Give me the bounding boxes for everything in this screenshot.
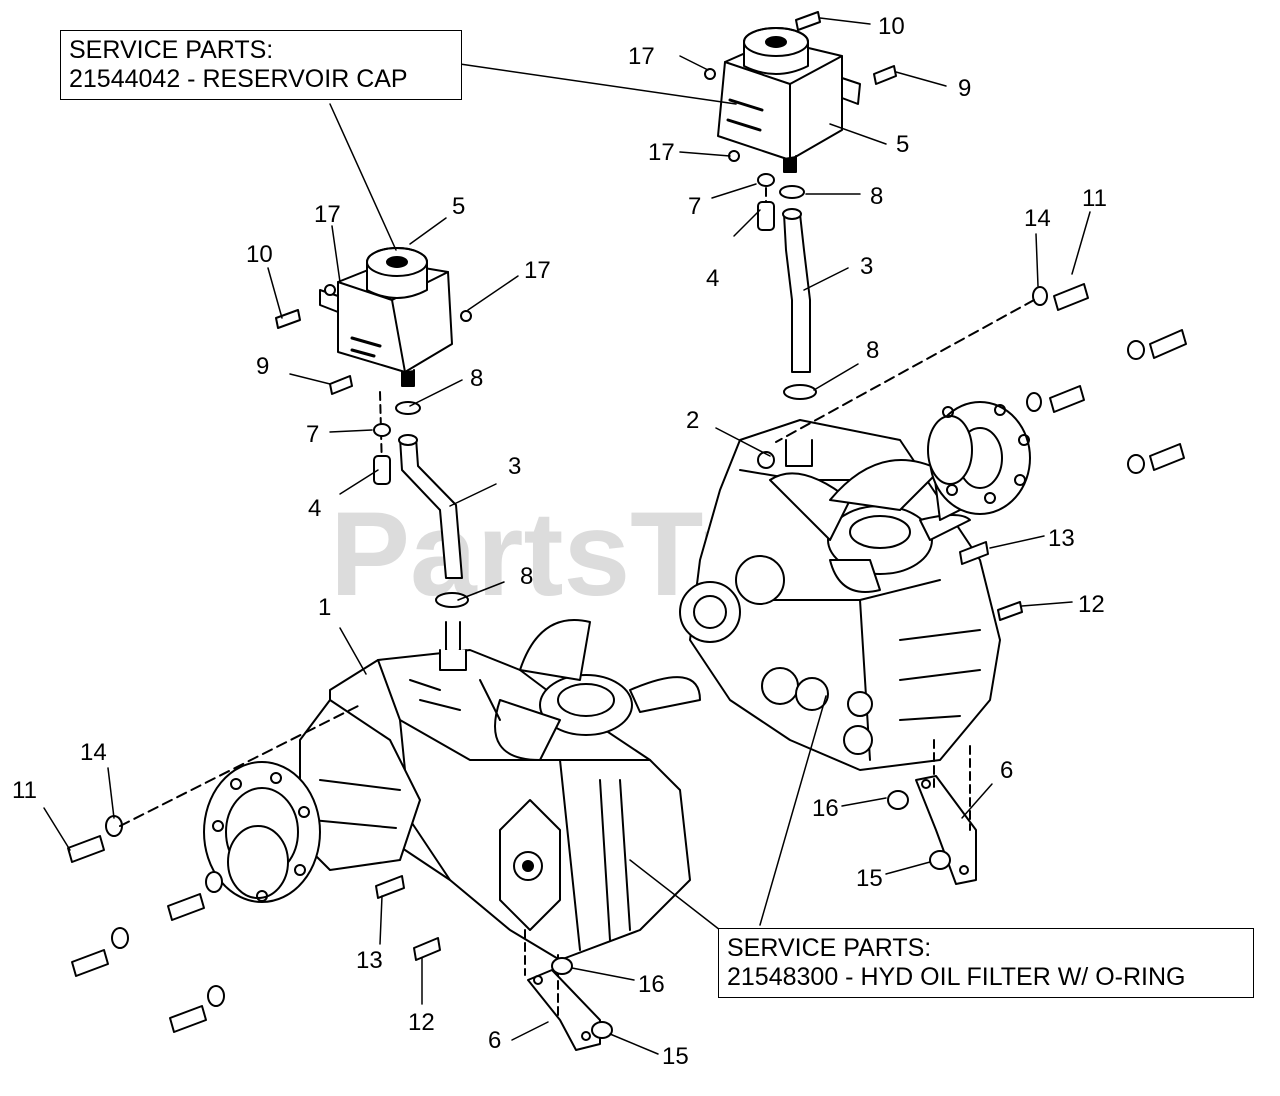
label-part-4-left: 4 xyxy=(308,495,321,522)
right-bracket xyxy=(915,739,977,885)
label-part-8-right-upper: 8 xyxy=(870,183,883,210)
left-reservoir xyxy=(319,247,453,387)
label-part-9-right: 9 xyxy=(958,75,971,102)
reservoir-cap-service-callout: SERVICE PARTS: 21544042 - RESERVOIR CAP xyxy=(60,30,462,100)
callout-heading: SERVICE PARTS: xyxy=(69,36,274,64)
label-part-11-right: 11 xyxy=(1082,185,1107,212)
right-reservoir xyxy=(717,27,861,173)
label-part-5-left: 5 xyxy=(452,193,465,220)
label-part-16-left: 16 xyxy=(638,971,665,998)
callout-part-description: 21548300 - HYD OIL FILTER W/ O-RING xyxy=(727,963,1186,991)
label-part-1: 1 xyxy=(318,594,331,621)
label-part-16-right: 16 xyxy=(812,795,839,822)
label-part-15-right: 15 xyxy=(856,865,883,892)
label-part-4-right: 4 xyxy=(706,265,719,292)
right-transmission xyxy=(679,401,1031,771)
label-part-11-left: 11 xyxy=(12,777,37,804)
label-part-17-left-upper: 17 xyxy=(314,201,341,228)
label-part-17-left-side: 17 xyxy=(524,257,551,284)
label-part-14-left: 14 xyxy=(80,739,107,766)
label-part-2: 2 xyxy=(686,407,699,434)
label-part-13-right: 13 xyxy=(1048,525,1075,552)
label-part-12-right: 12 xyxy=(1078,591,1105,618)
left-hose-assembly xyxy=(373,391,469,654)
label-part-12-left: 12 xyxy=(408,1009,435,1036)
label-part-10-left: 10 xyxy=(246,241,273,268)
oil-filter-service-callout: SERVICE PARTS: 21548300 - HYD OIL FILTER… xyxy=(718,928,1254,998)
left-bolts xyxy=(67,284,613,1039)
callout-part-description: 21544042 - RESERVOIR CAP xyxy=(69,65,408,93)
label-part-3-right: 3 xyxy=(860,253,873,280)
callout-heading: SERVICE PARTS: xyxy=(727,934,932,962)
label-part-10-right: 10 xyxy=(878,13,905,40)
label-part-14-right: 14 xyxy=(1024,205,1051,232)
right-bolts xyxy=(704,11,1187,870)
label-part-17-right-upper: 17 xyxy=(628,43,655,70)
label-part-3-left: 3 xyxy=(508,453,521,480)
label-part-8-left-lower: 8 xyxy=(520,563,533,590)
label-part-6-right: 6 xyxy=(1000,757,1013,784)
label-part-15-left: 15 xyxy=(662,1043,689,1070)
label-part-17-right-lower: 17 xyxy=(648,139,675,166)
left-bracket xyxy=(524,929,601,1051)
right-hose-assembly xyxy=(757,173,817,464)
part-number-labels: 1 2 3 3 4 4 5 5 6 6 7 7 8 8 8 8 9 9 10 1… xyxy=(12,13,1107,1070)
label-part-7-right: 7 xyxy=(688,193,701,220)
leader-lines xyxy=(43,17,1091,1055)
label-part-13-left: 13 xyxy=(356,947,383,974)
left-transmission xyxy=(203,619,701,961)
label-part-6-left: 6 xyxy=(488,1027,501,1054)
label-part-9-left: 9 xyxy=(256,353,269,380)
label-part-5-right: 5 xyxy=(896,131,909,158)
label-part-7-left: 7 xyxy=(306,421,319,448)
label-part-8-right-lower: 8 xyxy=(866,337,879,364)
label-part-8-left-upper: 8 xyxy=(470,365,483,392)
